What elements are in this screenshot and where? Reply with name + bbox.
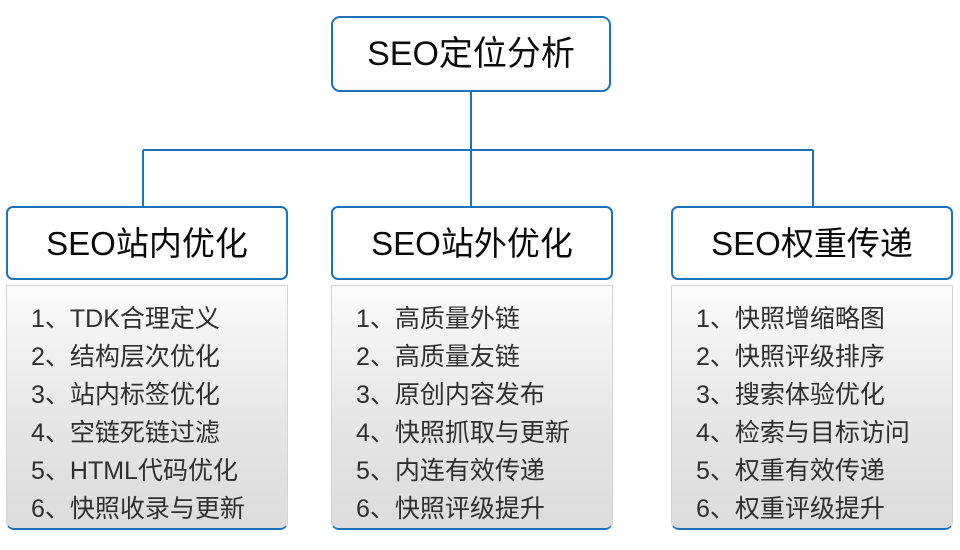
list-item-number: 6、 <box>356 495 395 523</box>
list-item[interactable]: 4、快照抓取与更新 <box>356 414 612 452</box>
list-item-number: 6、 <box>696 495 735 523</box>
list-item-number: 2、 <box>356 343 395 371</box>
list-item-number: 2、 <box>31 343 70 371</box>
list-item[interactable]: 4、检索与目标访问 <box>696 414 952 452</box>
branch-header-1[interactable]: SEO站内优化 <box>6 206 288 280</box>
list-item-label: 站内标签优化 <box>69 381 220 409</box>
branch-header-label-1: SEO站内优化 <box>46 224 248 262</box>
list-item[interactable]: 3、原创内容发布 <box>356 376 612 414</box>
list-item[interactable]: 1、高质量外链 <box>356 300 612 338</box>
item-list-3: 1、快照增缩略图 2、快照评级排序 3、搜索体验优化 4、检索与目标访问 5、权… <box>672 300 952 528</box>
list-item-label: TDK合理定义 <box>69 305 220 333</box>
list-item[interactable]: 2、结构层次优化 <box>31 338 287 376</box>
list-item-number: 1、 <box>696 305 735 333</box>
list-item-label: 搜索体验优化 <box>734 381 885 409</box>
list-item-label: 高质量外链 <box>394 305 520 333</box>
list-item-label: 高质量友链 <box>394 343 520 371</box>
list-item-number: 2、 <box>696 343 735 371</box>
list-item-number: 3、 <box>696 381 735 409</box>
list-item[interactable]: 3、搜索体验优化 <box>696 376 952 414</box>
list-item[interactable]: 1、快照增缩略图 <box>696 300 952 338</box>
list-item[interactable]: 3、站内标签优化 <box>31 376 287 414</box>
list-item-number: 6、 <box>31 495 70 523</box>
branch-column-2: SEO站外优化 1、高质量外链 2、高质量友链 3、原创内容发布 4、快照抓取与… <box>331 206 613 530</box>
list-item[interactable]: 2、高质量友链 <box>356 338 612 376</box>
branch-header-2[interactable]: SEO站外优化 <box>331 206 613 280</box>
list-item-label: 空链死链过滤 <box>69 419 220 447</box>
list-item[interactable]: 6、快照收录与更新 <box>31 490 287 528</box>
list-item-label: 快照评级提升 <box>394 495 545 523</box>
list-item-label: HTML代码优化 <box>69 457 238 485</box>
item-list-2: 1、高质量外链 2、高质量友链 3、原创内容发布 4、快照抓取与更新 5、内连有… <box>332 300 612 528</box>
branch-body-1: 1、TDK合理定义 2、结构层次优化 3、站内标签优化 4、空链死链过滤 5、H… <box>6 285 288 530</box>
list-item-label: 结构层次优化 <box>69 343 220 371</box>
list-item-label: 快照抓取与更新 <box>394 419 570 447</box>
list-item-number: 4、 <box>31 419 70 447</box>
list-item-label: 内连有效传递 <box>394 457 545 485</box>
branch-column-3: SEO权重传递 1、快照增缩略图 2、快照评级排序 3、搜索体验优化 4、检索与… <box>671 206 953 530</box>
list-item-number: 5、 <box>31 457 70 485</box>
branch-header-label-3: SEO权重传递 <box>711 224 913 262</box>
list-item-label: 检索与目标访问 <box>734 419 910 447</box>
branch-column-1: SEO站内优化 1、TDK合理定义 2、结构层次优化 3、站内标签优化 4、空链… <box>6 206 288 530</box>
root-node[interactable]: SEO定位分析 <box>331 16 611 92</box>
list-item-label: 快照收录与更新 <box>69 495 245 523</box>
list-item[interactable]: 5、内连有效传递 <box>356 452 612 490</box>
list-item[interactable]: 2、快照评级排序 <box>696 338 952 376</box>
list-item[interactable]: 4、空链死链过滤 <box>31 414 287 452</box>
list-item-label: 原创内容发布 <box>394 381 545 409</box>
root-node-label: SEO定位分析 <box>367 35 575 73</box>
list-item[interactable]: 6、权重评级提升 <box>696 490 952 528</box>
list-item-label: 权重有效传递 <box>734 457 885 485</box>
list-item[interactable]: 1、TDK合理定义 <box>31 300 287 338</box>
list-item-label: 权重评级提升 <box>734 495 885 523</box>
list-item[interactable]: 6、快照评级提升 <box>356 490 612 528</box>
list-item-number: 1、 <box>31 305 70 333</box>
list-item-label: 快照增缩略图 <box>734 305 885 333</box>
list-item[interactable]: 5、权重有效传递 <box>696 452 952 490</box>
list-item-number: 4、 <box>696 419 735 447</box>
list-item-number: 5、 <box>356 457 395 485</box>
list-item-number: 3、 <box>31 381 70 409</box>
list-item-number: 4、 <box>356 419 395 447</box>
branch-header-label-2: SEO站外优化 <box>371 224 573 262</box>
list-item-number: 5、 <box>696 457 735 485</box>
list-item-number: 1、 <box>356 305 395 333</box>
list-item-label: 快照评级排序 <box>734 343 885 371</box>
branch-header-3[interactable]: SEO权重传递 <box>671 206 953 280</box>
branch-body-3: 1、快照增缩略图 2、快照评级排序 3、搜索体验优化 4、检索与目标访问 5、权… <box>671 285 953 530</box>
list-item[interactable]: 5、HTML代码优化 <box>31 452 287 490</box>
branch-body-2: 1、高质量外链 2、高质量友链 3、原创内容发布 4、快照抓取与更新 5、内连有… <box>331 285 613 530</box>
item-list-1: 1、TDK合理定义 2、结构层次优化 3、站内标签优化 4、空链死链过滤 5、H… <box>7 300 287 528</box>
list-item-number: 3、 <box>356 381 395 409</box>
